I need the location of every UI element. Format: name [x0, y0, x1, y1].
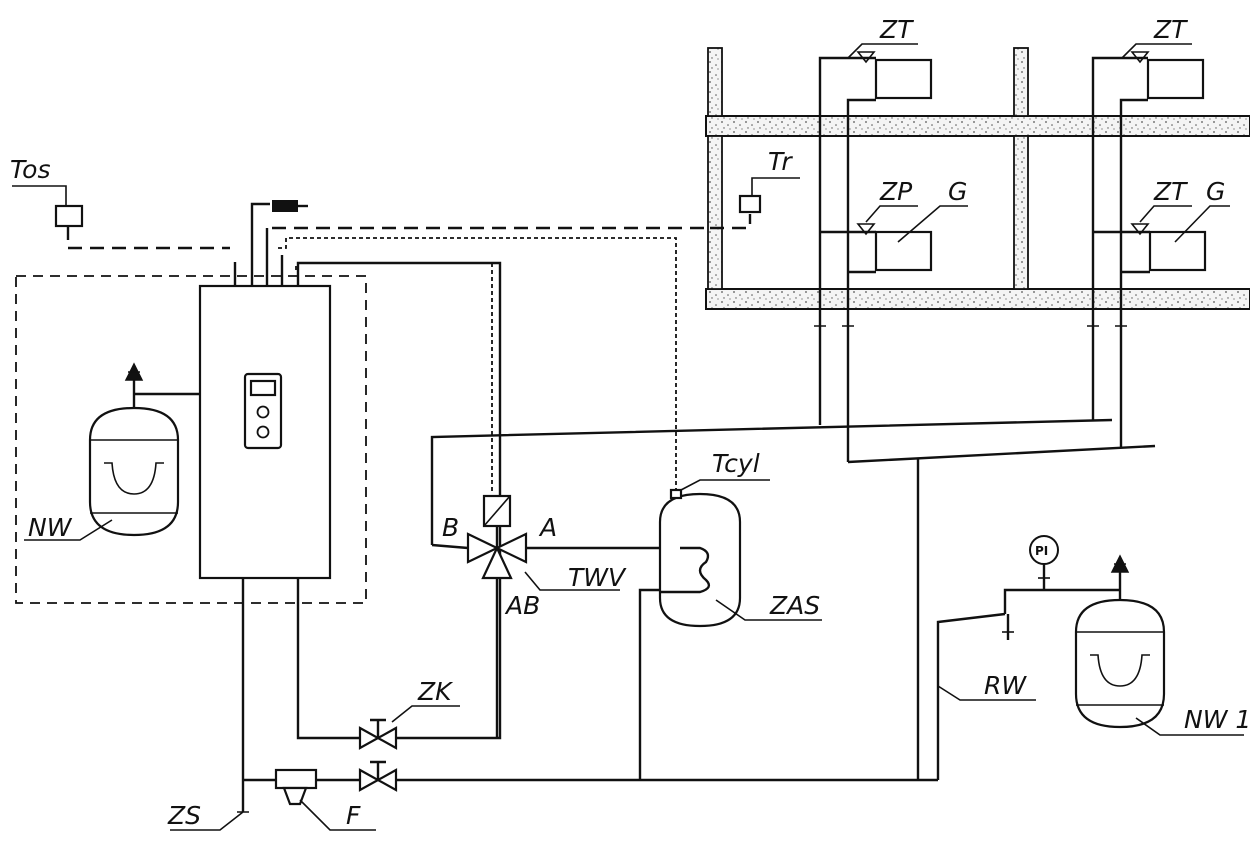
label-nw: NW — [28, 513, 73, 542]
middle-wall-lower — [1013, 135, 1029, 290]
label-twv: TWV — [568, 563, 627, 592]
expansion-vessel-nw — [88, 362, 200, 537]
nw1-vent-icon — [1110, 554, 1130, 573]
label-tr: Tr — [768, 147, 793, 176]
label-zas: ZAS — [769, 591, 820, 620]
radiator-upper-left — [874, 58, 933, 100]
middle-wall — [1013, 47, 1029, 117]
radiator-lower-left — [874, 230, 933, 272]
label-tos: Tos — [10, 155, 51, 184]
upper-floor-slab — [705, 115, 1250, 137]
radiator-lower-right — [1148, 230, 1207, 272]
label-a: A — [538, 513, 557, 542]
boiler-control-panel — [243, 372, 283, 450]
label-f: F — [346, 801, 361, 830]
expansion-vessel-nw1 — [1002, 535, 1244, 736]
outdoor-sensor-tos — [54, 204, 84, 228]
label-pi: PI — [1035, 544, 1048, 558]
diagram-labels: Tos Tr ZT ZT ZP G ZT G NW B A AB TWV Tcy… — [10, 15, 1250, 830]
zp-valve-icon — [856, 223, 876, 236]
radiator-upper-right — [1146, 58, 1205, 100]
label-tcyl: Tcyl — [712, 449, 760, 478]
label-zk: ZK — [417, 677, 454, 706]
flue-terminal — [272, 200, 298, 212]
radiators — [874, 58, 1207, 272]
label-rw: RW — [984, 671, 1027, 700]
label-g-right: G — [1206, 177, 1225, 206]
hot-water-cylinder-zas — [658, 479, 822, 628]
label-zt-upper-left: ZT — [879, 15, 914, 44]
valve-bottom — [358, 760, 398, 792]
lower-floor-slab — [705, 288, 1250, 310]
label-zp: ZP — [879, 177, 913, 206]
label-zt-lower-right: ZT — [1153, 177, 1188, 206]
label-b: B — [442, 513, 459, 542]
zt-valve-upper-left-icon — [856, 51, 876, 64]
label-nw1: NW 1 — [1184, 705, 1250, 734]
boiler-knob-lower — [256, 425, 270, 439]
label-ab: AB — [504, 591, 540, 620]
nw-vent-icon — [124, 362, 144, 381]
filter-f — [274, 768, 376, 831]
label-zt-upper-right: ZT — [1153, 15, 1188, 44]
zt-valve-lower-right-icon — [1130, 223, 1150, 236]
valve-zk — [358, 705, 460, 750]
control-wiring — [66, 214, 752, 492]
boiler-knob-upper — [256, 405, 270, 419]
three-way-valve-twv — [431, 494, 700, 738]
left-wall-lower — [707, 135, 723, 290]
zt-valve-upper-right-icon — [1130, 51, 1150, 64]
building-structure — [705, 47, 1250, 310]
room-thermostat-tr — [738, 194, 762, 214]
label-zs: ZS — [167, 801, 201, 830]
riser-pipes — [814, 51, 1150, 462]
distribution-pipes — [243, 418, 1156, 782]
label-g-left: G — [948, 177, 967, 206]
boiler-enclosure — [15, 275, 367, 604]
left-wall — [707, 47, 723, 117]
